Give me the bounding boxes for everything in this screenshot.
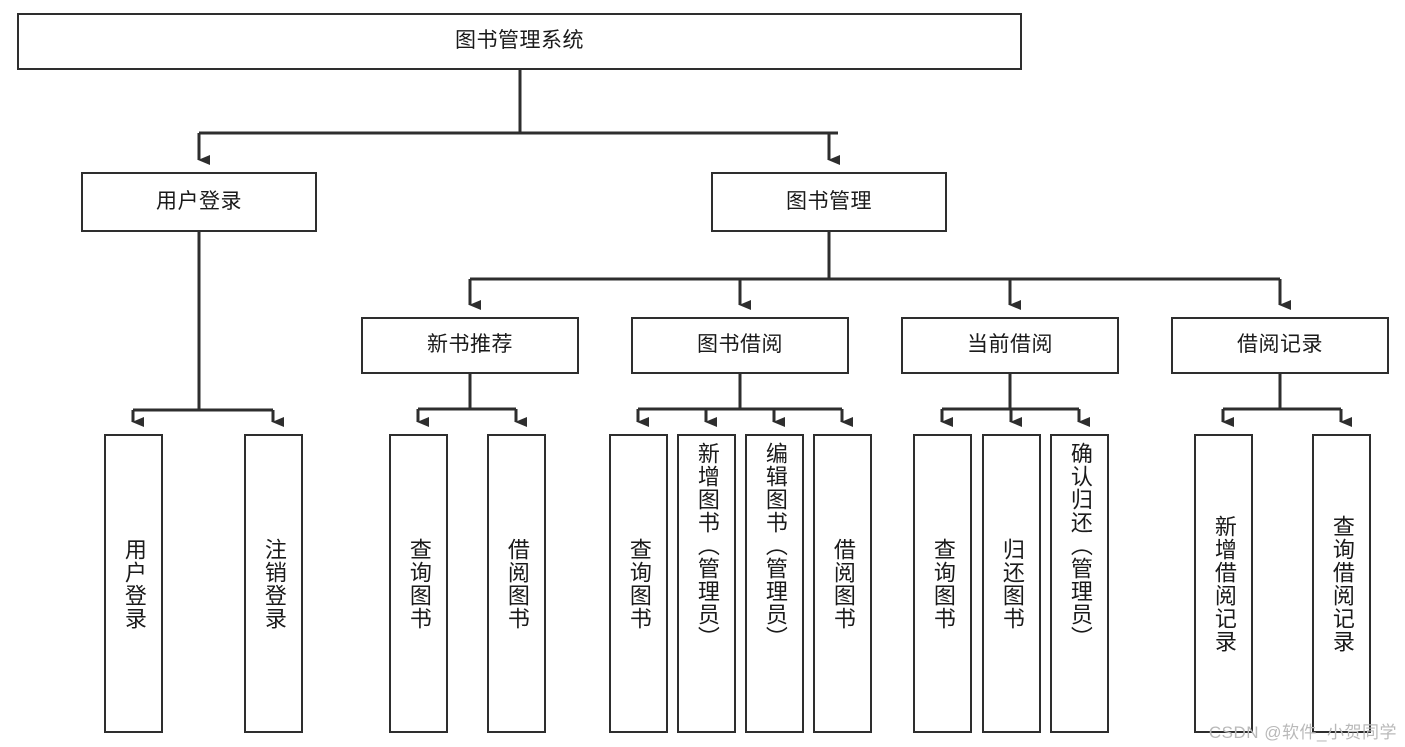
node-leaf-confirm-return-label: 确认归还（管理员） — [1067, 442, 1093, 649]
node-borrow-record[interactable]: 借阅记录 — [1171, 317, 1389, 374]
node-leaf-user-login-label: 用户登录 — [121, 537, 147, 630]
node-current-borrow-label: 当前借阅 — [967, 333, 1053, 357]
node-leaf-query-book-3-label: 查询图书 — [930, 537, 956, 630]
node-leaf-return-book-label: 归还图书 — [999, 537, 1025, 630]
node-leaf-query-book-2[interactable]: 查询图书 — [609, 434, 668, 733]
node-leaf-add-book-label: 新增图书（管理员） — [694, 442, 720, 649]
node-leaf-edit-book[interactable]: 编辑图书（管理员） — [745, 434, 804, 733]
node-leaf-return-book[interactable]: 归还图书 — [982, 434, 1041, 733]
node-root-label: 图书管理系统 — [455, 29, 584, 53]
node-current-borrow[interactable]: 当前借阅 — [901, 317, 1119, 374]
node-new-book-recommend[interactable]: 新书推荐 — [361, 317, 579, 374]
node-book-borrow-label: 图书借阅 — [697, 333, 783, 357]
node-leaf-user-logout[interactable]: 注销登录 — [244, 434, 303, 733]
node-leaf-edit-book-label: 编辑图书（管理员） — [762, 442, 788, 649]
node-book-manage-label: 图书管理 — [786, 189, 872, 213]
node-leaf-add-record[interactable]: 新增借阅记录 — [1194, 434, 1253, 733]
node-user-login-label: 用户登录 — [156, 189, 242, 213]
node-leaf-query-book-1-label: 查询图书 — [406, 537, 432, 630]
node-borrow-record-label: 借阅记录 — [1237, 333, 1323, 357]
node-user-login[interactable]: 用户登录 — [81, 172, 317, 232]
node-leaf-borrow-book-1-label: 借阅图书 — [504, 537, 530, 630]
node-leaf-borrow-book-2-label: 借阅图书 — [830, 537, 856, 630]
node-leaf-confirm-return[interactable]: 确认归还（管理员） — [1050, 434, 1109, 733]
node-leaf-query-book-3[interactable]: 查询图书 — [913, 434, 972, 733]
node-leaf-borrow-book-2[interactable]: 借阅图书 — [813, 434, 872, 733]
node-leaf-add-record-label: 新增借阅记录 — [1211, 514, 1237, 653]
node-leaf-user-logout-label: 注销登录 — [261, 537, 287, 630]
node-book-manage[interactable]: 图书管理 — [711, 172, 947, 232]
node-book-borrow[interactable]: 图书借阅 — [631, 317, 849, 374]
node-leaf-query-book-2-label: 查询图书 — [626, 537, 652, 630]
node-leaf-query-record[interactable]: 查询借阅记录 — [1312, 434, 1371, 733]
node-leaf-query-book-1[interactable]: 查询图书 — [389, 434, 448, 733]
node-root[interactable]: 图书管理系统 — [17, 13, 1022, 70]
csdn-watermark: CSDN @软件_小贺同学 — [1208, 723, 1397, 742]
node-leaf-query-record-label: 查询借阅记录 — [1329, 514, 1355, 653]
node-leaf-user-login[interactable]: 用户登录 — [104, 434, 163, 733]
node-new-book-recommend-label: 新书推荐 — [427, 333, 513, 357]
node-leaf-add-book[interactable]: 新增图书（管理员） — [677, 434, 736, 733]
node-leaf-borrow-book-1[interactable]: 借阅图书 — [487, 434, 546, 733]
